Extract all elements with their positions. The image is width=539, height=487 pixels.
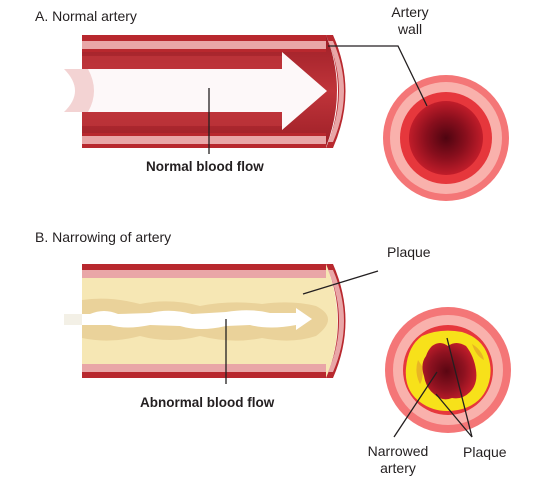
- artery-wall-label-line2: wall: [397, 21, 423, 37]
- plaque-label: Plaque: [387, 244, 431, 260]
- narrowed-artery-cross-section: [385, 307, 511, 433]
- plaque-cross-label: Plaque: [463, 444, 507, 460]
- narrowed-artery-label: Narrowed artery: [362, 443, 434, 477]
- artery-wall-label: Artery wall: [380, 4, 440, 38]
- normal-flow-arrow: [64, 52, 327, 130]
- abnormal-flow-channel: [64, 308, 312, 330]
- section-b-title: B. Narrowing of artery: [35, 229, 172, 245]
- plaque-cross-leader-1: [446, 337, 473, 438]
- narrowed-artery-leader: [393, 371, 438, 438]
- artery-wall-leader: [328, 45, 428, 107]
- plaque-leader: [302, 270, 379, 295]
- section-a-title: A. Normal artery: [35, 8, 137, 24]
- plaque-cross-leader-2: [435, 393, 473, 438]
- artery-wall-label-line1: Artery: [391, 4, 429, 20]
- narrowed-artery-label-line1: Narrowed: [367, 443, 429, 459]
- normal-artery-cross-section: [383, 75, 509, 201]
- narrowed-artery-label-line2: artery: [380, 460, 416, 476]
- abnormal-blood-flow-label: Abnormal blood flow: [140, 395, 275, 410]
- normal-blood-flow-label: Normal blood flow: [146, 159, 264, 174]
